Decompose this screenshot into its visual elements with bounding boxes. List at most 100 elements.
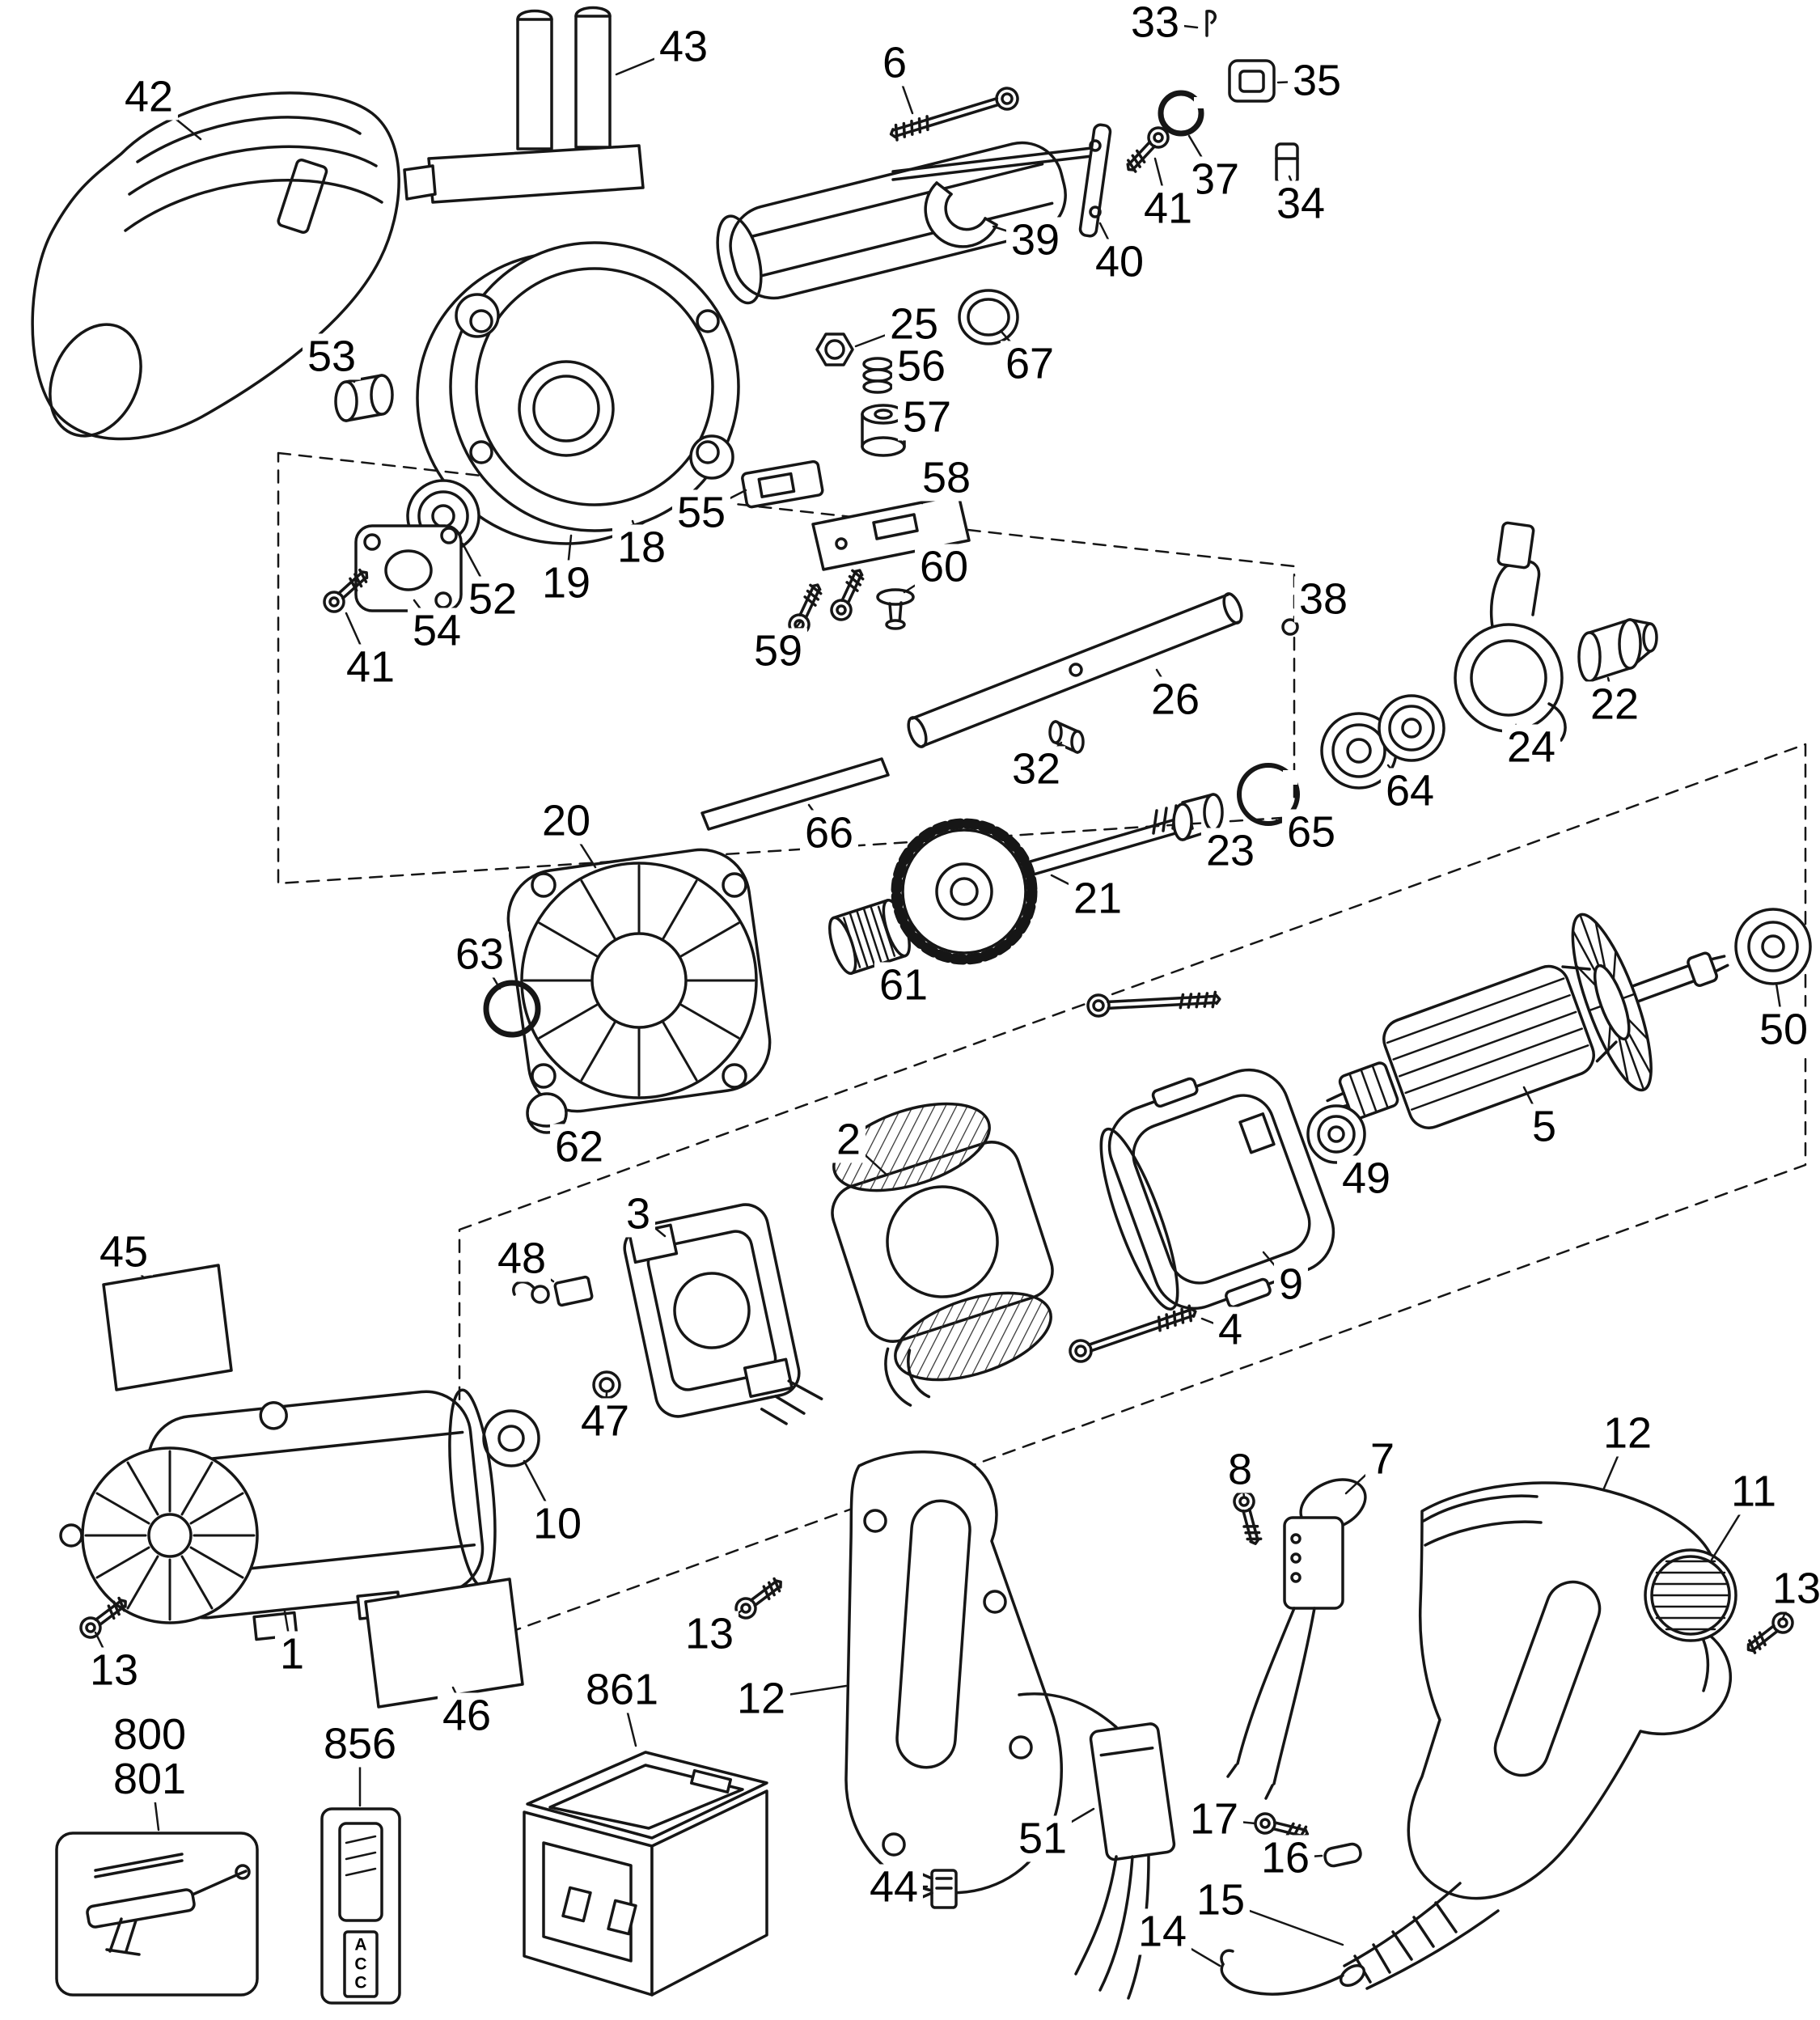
leader-line (1035, 741, 1063, 771)
leader-line (878, 963, 905, 987)
part-18-gear-housing-drawing (416, 241, 740, 545)
part-9-sleeve-drawing (1099, 1068, 1335, 1311)
leader-line (461, 542, 494, 601)
leader-line (1050, 874, 1099, 900)
leader-line (1000, 330, 1031, 366)
acc-sticker-label: ACC (354, 1935, 367, 1992)
part-59-screw-a-drawing (785, 579, 828, 639)
part-24-knuckle-drawing (1454, 521, 1567, 742)
part-63-oring-drawing (483, 980, 541, 1038)
part-10-grommet-drawing (482, 1409, 540, 1467)
part-55-block-drawing (741, 459, 824, 509)
leader-line (330, 355, 356, 383)
part-66-bar-drawing (700, 757, 890, 831)
gear-case-barrel-drawing (716, 141, 1100, 305)
part-65-retaining-ring-drawing (1237, 763, 1300, 826)
part-8-screw-drawing (1230, 1488, 1267, 1548)
part-856-accessory-box-drawing (320, 1807, 401, 2005)
leader-line (1219, 1899, 1344, 1946)
leader-line (1161, 1930, 1221, 1967)
part-43-bracket-drawing (403, 6, 645, 204)
part-16-sleeve-drawing (1323, 1842, 1362, 1868)
part-33-pin-drawing (1205, 10, 1217, 37)
leader-line (893, 61, 914, 115)
leader-line (148, 1755, 160, 1832)
part-50-bearing-drawing (1734, 908, 1812, 985)
part-12-handle-drawing (1407, 1481, 1732, 1900)
leader-line (1153, 21, 1199, 29)
leader-line (1775, 982, 1785, 1031)
part-7-switch-drawing (1226, 1478, 1367, 1800)
part-47-fastener-drawing (592, 1370, 621, 1400)
leader-line (1710, 1490, 1755, 1561)
part-40-plate-drawing (1078, 123, 1112, 238)
leader-line (1602, 1432, 1629, 1492)
part-20-baffle-drawing (506, 848, 772, 1113)
leader-line (807, 803, 831, 835)
leader-line (1200, 1317, 1232, 1332)
leader-line (565, 819, 597, 869)
part-6-screw-drawing (887, 84, 1022, 146)
part-38-ball-drawing (1281, 618, 1299, 636)
part-5-armature-drawing (1326, 913, 1729, 1129)
part-32-pin-drawing (1048, 720, 1085, 754)
leader-line (1213, 1818, 1257, 1825)
part-60-rivet-drawing (876, 588, 915, 630)
leader-line (615, 45, 685, 76)
leader-line (523, 1459, 559, 1526)
part-45-label-drawing (102, 1264, 233, 1391)
leader-line (122, 1251, 146, 1280)
part-861-kit-box-drawing (523, 1751, 768, 1997)
leader-line (1781, 1587, 1798, 1620)
part-4-screw-lower-drawing (1065, 1300, 1200, 1366)
leader-line (1294, 598, 1325, 623)
part-64-bearings-drawing (1320, 694, 1445, 790)
part-48-brush-drawing (512, 1275, 594, 1307)
leader-line (1098, 222, 1121, 264)
part-62-cap-drawing (526, 1092, 568, 1134)
part-67-ring-drawing (958, 289, 1019, 345)
leader-line (478, 953, 502, 990)
part-51-wire-module-drawing (1018, 1692, 1176, 2000)
leader-line (906, 416, 929, 426)
leader-line (1204, 828, 1232, 853)
leader-line (345, 612, 372, 669)
part-17-screw-drawing (1251, 1810, 1312, 1845)
part-26-spindle-tube-drawing (907, 592, 1243, 748)
part-3-brush-plate-drawing (623, 1203, 823, 1425)
part-59-screw-b-drawing (827, 565, 870, 625)
leader-line (1284, 1854, 1323, 1860)
leader-line (708, 1608, 744, 1636)
part-49-bearing-drawing (1306, 1104, 1366, 1164)
part-53-spacer-drawing (334, 374, 394, 422)
part-800-801-accessory-box-drawing (55, 1832, 259, 1997)
part-12-shroud-drawing (844, 1450, 1063, 1895)
leader-line (1153, 157, 1170, 210)
part-44-clip-drawing (919, 1869, 958, 1909)
leader-line (620, 1688, 637, 1747)
part-39-clamp-drawing (924, 181, 998, 248)
part-13-screw-mid-drawing (730, 1573, 789, 1624)
leader-line (903, 565, 946, 594)
part-41-screw-right-drawing (1120, 122, 1174, 178)
leader-line (1275, 819, 1313, 834)
leader-line (1155, 668, 1177, 701)
part-4-screw-upper-drawing (1086, 987, 1222, 1018)
part-54-gasket-drawing (354, 524, 463, 612)
part-2-field-drawing (831, 1102, 1054, 1407)
part-25-nut-drawing (815, 332, 854, 366)
part-21-gear-shaft-drawing (891, 804, 1194, 965)
part-57-bushing-drawing (861, 404, 906, 457)
part-13-screw-left-drawing (75, 1592, 133, 1643)
leader-line (760, 1684, 848, 1700)
part-37-retaining-ring-drawing (1158, 90, 1205, 137)
part-56-washers-drawing (862, 357, 893, 394)
leader-line (520, 1257, 555, 1283)
leader-line (1187, 134, 1217, 181)
leader-line (1522, 1086, 1546, 1129)
leader-line (1341, 1155, 1368, 1180)
part-46-label-drawing (364, 1577, 524, 1709)
part-11-dial-drawing (1644, 1548, 1737, 1642)
